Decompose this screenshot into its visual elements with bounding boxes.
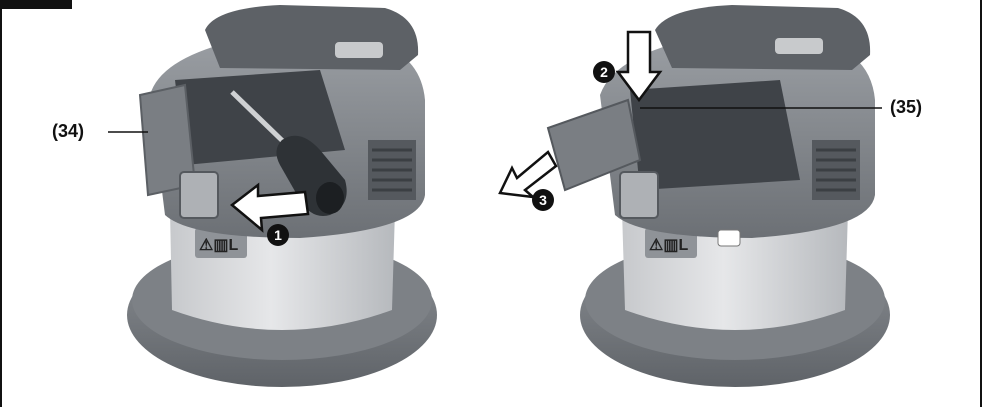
step-2-badge: [593, 61, 615, 83]
right-handle: [655, 5, 871, 70]
left-warning-glyphs: ⚠▥L: [199, 237, 238, 254]
left-warning-label: [195, 228, 247, 258]
right-cover-open: [546, 98, 642, 192]
arrow-step-1: [230, 182, 310, 233]
arrow-step-3: [498, 150, 558, 199]
right-tank-tab: [717, 229, 741, 247]
screwdriver: [230, 90, 347, 216]
left-handle: [205, 5, 419, 70]
callout-34: (34): [52, 121, 85, 141]
left-border: [0, 0, 2, 407]
step-1-badge: [267, 224, 289, 246]
left-button: [335, 42, 383, 58]
right-warning-label: [645, 228, 697, 258]
step-3-badge: [532, 189, 554, 211]
right-vacuum: ⚠▥L 2 3: [498, 5, 890, 387]
right-button: [775, 38, 823, 54]
left-latch: [179, 171, 219, 219]
right-border: [980, 0, 982, 407]
step-3-number: 3: [539, 192, 547, 208]
right-latch: [619, 171, 659, 219]
step-1-number: 1: [274, 227, 282, 243]
left-vacuum: ⚠▥L: [108, 5, 437, 387]
left-vent-grille: [368, 140, 416, 200]
right-warning-glyphs: ⚠▥L: [649, 237, 688, 254]
arrow-step-2: [615, 30, 663, 103]
right-vent-grille: [812, 140, 860, 200]
page-corner-tab: [0, 0, 72, 9]
callout-35: (35): [890, 97, 923, 117]
step-2-number: 2: [600, 64, 608, 80]
